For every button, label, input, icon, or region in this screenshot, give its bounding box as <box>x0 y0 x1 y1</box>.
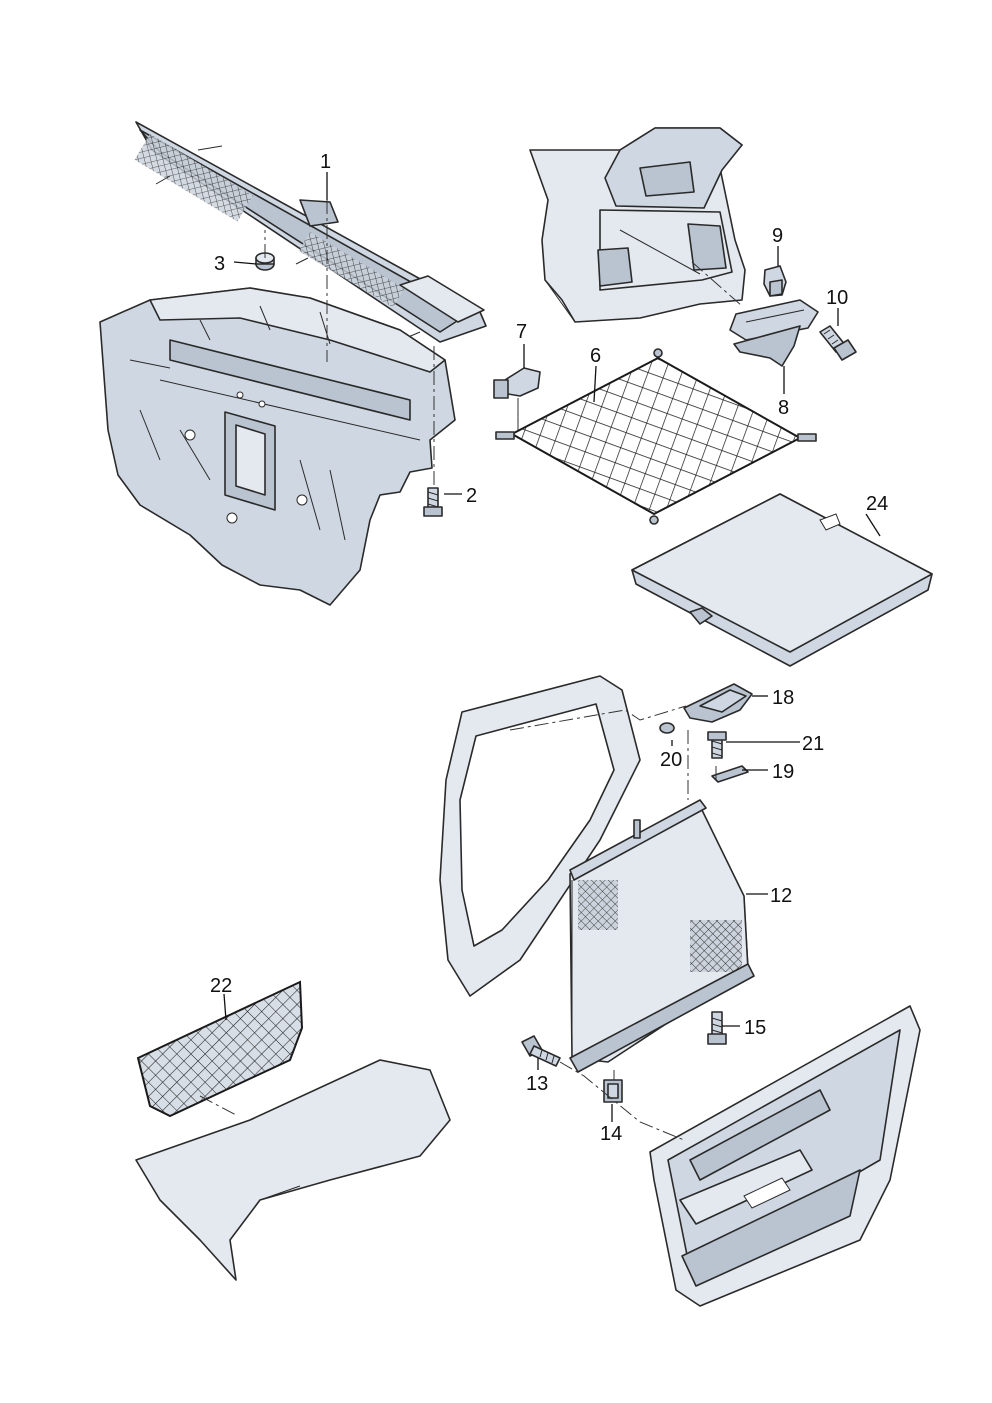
hook-part-8 <box>729 299 819 367</box>
parcel-shelf-rail <box>134 121 487 343</box>
floor-mat-part-24 <box>631 493 933 667</box>
callout-6: 6 <box>590 345 601 367</box>
callout-12: 12 <box>770 885 792 907</box>
assembly-lines <box>199 200 743 1141</box>
luggage-net-part-6 <box>495 348 817 525</box>
car-rear-luggage-view <box>529 127 746 323</box>
trim-part-19 <box>711 765 749 783</box>
bolt-part-2 <box>423 487 443 517</box>
callout-18: 18 <box>772 687 794 709</box>
callout-3: 3 <box>214 253 225 275</box>
callout-8: 8 <box>778 397 789 419</box>
clip-part-9 <box>763 265 787 297</box>
screw-part-10 <box>819 325 857 361</box>
callout-10: 10 <box>826 287 848 309</box>
callout-22: 22 <box>210 975 232 997</box>
callout-19: 19 <box>772 761 794 783</box>
callout-20: 20 <box>660 749 682 771</box>
callout-7: 7 <box>516 321 527 343</box>
callout-15: 15 <box>744 1017 766 1039</box>
clip-part-20 <box>659 722 675 734</box>
callout-13: 13 <box>526 1073 548 1095</box>
callout-9: 9 <box>772 225 783 247</box>
callout-1: 1 <box>320 151 331 173</box>
fastener-part-7 <box>493 367 541 399</box>
callout-14: 14 <box>600 1123 622 1145</box>
leader-lines <box>223 172 881 1122</box>
hardware-upper <box>659 683 753 783</box>
screw-part-21 <box>707 731 727 759</box>
callout-labels: 1 3 2 7 6 9 10 8 24 18 21 20 19 12 22 15… <box>210 151 888 1145</box>
seat-trim-surface <box>135 1059 451 1281</box>
callout-21: 21 <box>802 733 824 755</box>
pocket-net-part-22 <box>136 980 304 1118</box>
door-trim-panel <box>649 1005 921 1307</box>
nut-part-3 <box>255 252 275 271</box>
clip-part-14 <box>603 1079 623 1103</box>
bolt-part-13 <box>521 1035 561 1067</box>
screw-part-15 <box>707 1011 727 1045</box>
callout-24: 24 <box>866 493 888 515</box>
sun-blind-part-12 <box>569 799 755 1073</box>
rear-bulkhead-panel <box>99 287 456 606</box>
callout-2: 2 <box>466 485 477 507</box>
rear-door-frame <box>439 675 641 997</box>
